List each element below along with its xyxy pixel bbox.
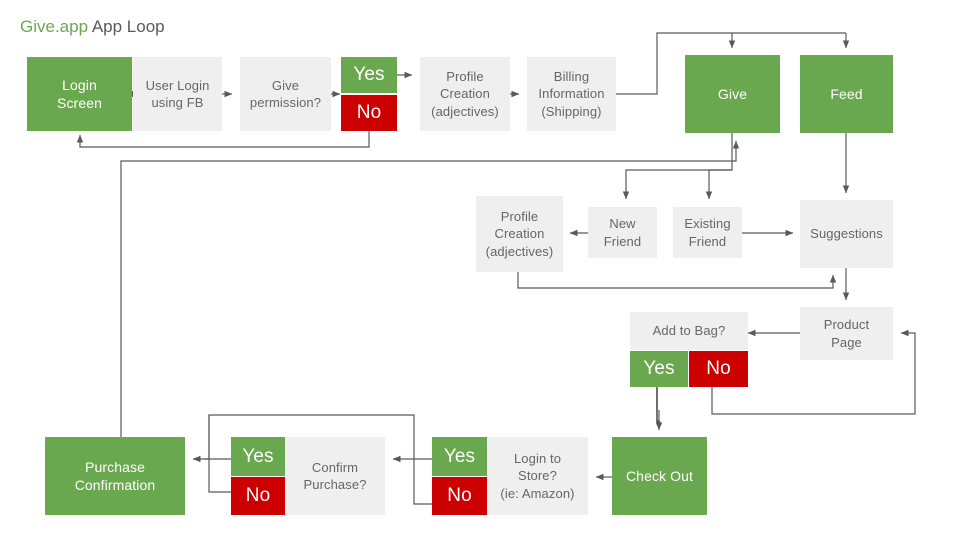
node-store-yes[interactable]: Yes bbox=[432, 437, 487, 476]
node-bag-yes[interactable]: Yes bbox=[630, 351, 688, 387]
node-confirm-no[interactable]: No bbox=[231, 477, 285, 515]
node-store-no[interactable]: No bbox=[432, 477, 487, 515]
node-login-to-store[interactable]: Login to Store? (ie: Amazon) bbox=[487, 437, 588, 515]
node-product-page[interactable]: Product Page bbox=[800, 307, 893, 360]
node-new-friend[interactable]: New Friend bbox=[588, 207, 657, 258]
node-billing-information[interactable]: Billing Information (Shipping) bbox=[527, 57, 616, 131]
node-permission-no[interactable]: No bbox=[341, 95, 397, 131]
node-existing-friend[interactable]: Existing Friend bbox=[673, 207, 742, 258]
node-suggestions[interactable]: Suggestions bbox=[800, 200, 893, 268]
node-profile-creation-mid[interactable]: Profile Creation (adjectives) bbox=[476, 196, 563, 272]
node-login-screen[interactable]: Login Screen bbox=[27, 57, 132, 131]
node-permission-yes[interactable]: Yes bbox=[341, 57, 397, 93]
page-title: Give.app App Loop bbox=[20, 17, 165, 37]
node-user-login-fb[interactable]: User Login using FB bbox=[133, 57, 222, 131]
title-rest: App Loop bbox=[88, 17, 165, 36]
node-give[interactable]: Give bbox=[685, 55, 780, 133]
node-add-to-bag[interactable]: Add to Bag? bbox=[630, 312, 748, 350]
node-bag-no[interactable]: No bbox=[689, 351, 748, 387]
node-confirm-purchase[interactable]: Confirm Purchase? bbox=[285, 437, 385, 515]
node-feed[interactable]: Feed bbox=[800, 55, 893, 133]
node-purchase-confirmation[interactable]: Purchase Confirmation bbox=[45, 437, 185, 515]
node-confirm-yes[interactable]: Yes bbox=[231, 437, 285, 476]
node-check-out[interactable]: Check Out bbox=[612, 437, 707, 515]
node-give-permission[interactable]: Give permission? bbox=[240, 57, 331, 131]
brand-label: Give.app bbox=[20, 17, 89, 36]
node-profile-creation-top[interactable]: Profile Creation (adjectives) bbox=[420, 57, 510, 131]
